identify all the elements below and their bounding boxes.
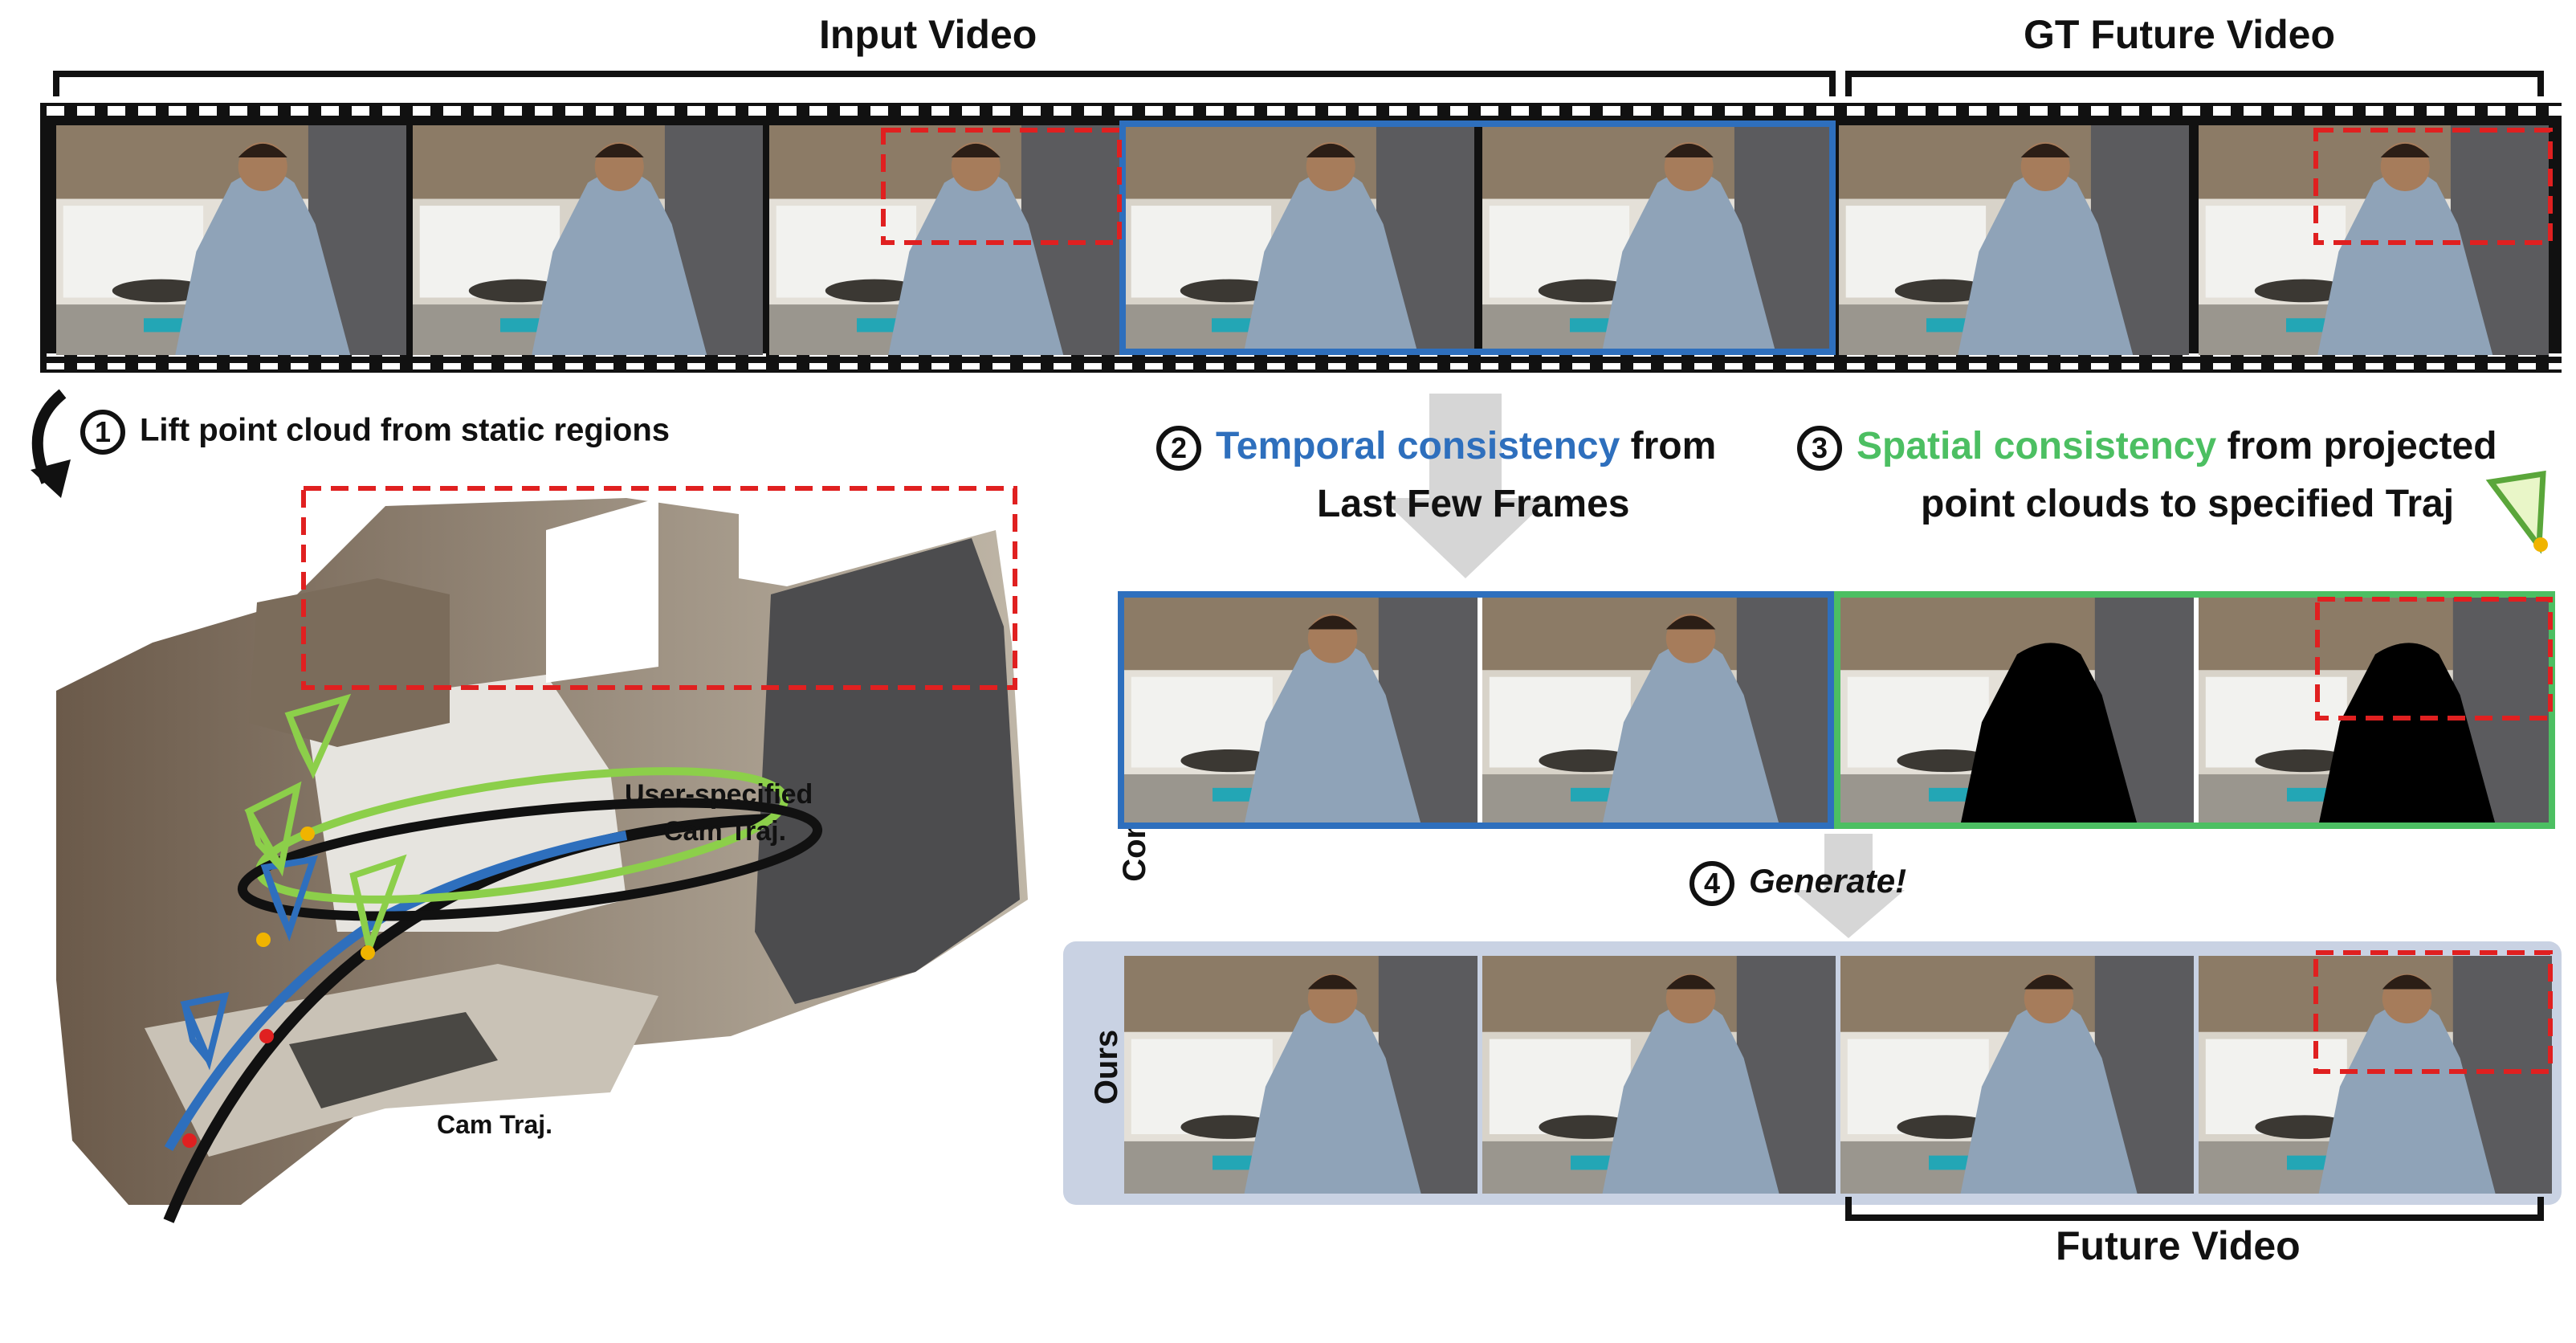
future-video-header: Future Video: [2056, 1223, 2301, 1269]
red-dashed-region-ours: [0, 0, 2576, 1125]
